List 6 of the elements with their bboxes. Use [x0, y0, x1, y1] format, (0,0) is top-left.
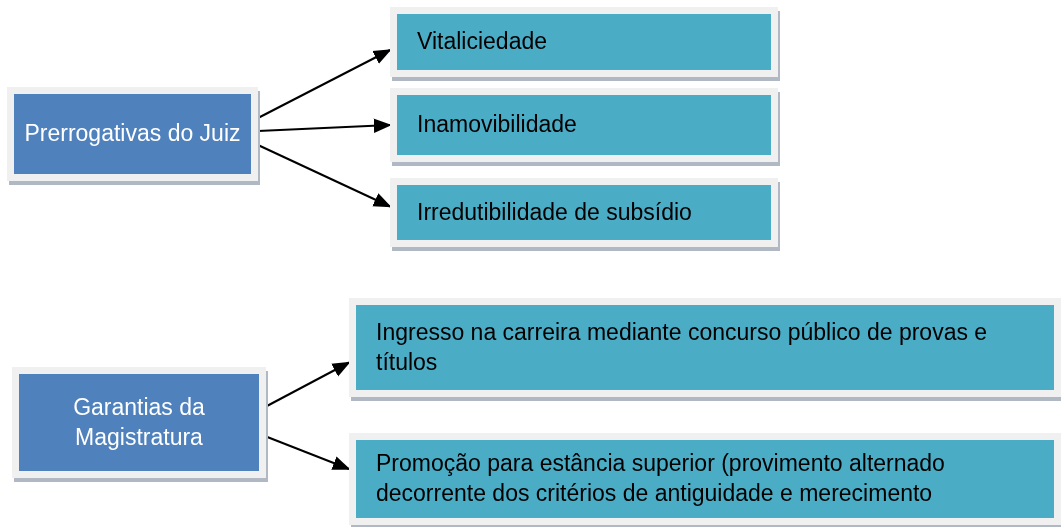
arrow: [257, 118, 392, 133]
arrow: [257, 49, 392, 119]
arrow: [265, 435, 351, 470]
arrow: [265, 361, 351, 408]
arrow: [257, 144, 392, 208]
item-box: Promoção para estância superior (provimento alternado decorrente dos critérios de antiguidade e merecimento: [349, 433, 1061, 525]
